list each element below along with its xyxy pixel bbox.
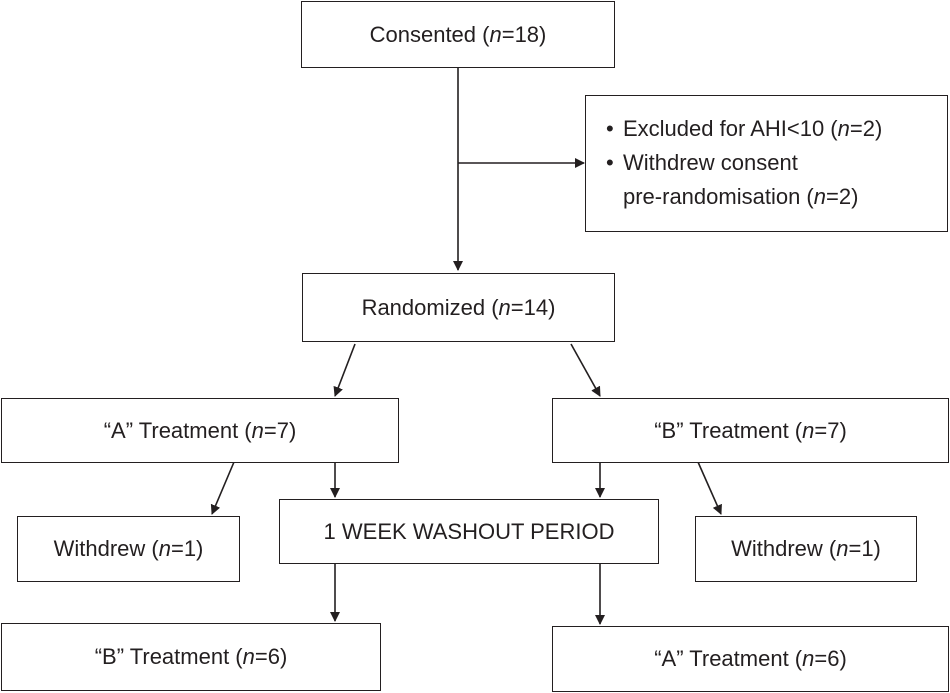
pre-randomisation-n-symbol: n [813,184,826,209]
b-treatment-second-label: “B” Treatment ( [94,644,243,669]
b-treatment-first-n-value: =7) [814,417,847,443]
consented-label: Consented ( [369,21,490,47]
arrow-a-treatment-to-withdrew [210,461,235,515]
withdrew-left-n-symbol: n [158,536,171,561]
a-treatment-first-box: “A” Treatment (n=7) [1,398,399,463]
washout-period-box: 1 WEEK WASHOUT PERIOD [279,499,659,564]
a-treatment-first-n-value: =7) [263,417,297,443]
excluded-ahi-n-symbol: n [837,116,850,141]
withdrew-right-label: Withdrew ( [731,536,837,561]
pre-randomisation-n-value: =2) [826,184,859,209]
excluded-ahi-label: Excluded for AHI<10 ( [623,116,838,141]
bullet-icon: • [606,116,614,141]
withdrew-right-box: Withdrew (n=1) [695,516,917,582]
bullet-icon: • [606,150,614,175]
withdrew-right-n-value: =1) [848,536,881,561]
b-treatment-first-n-symbol: n [802,417,815,443]
withdrew-left-box: Withdrew (n=1) [17,516,240,582]
a-treatment-second-label: “A” Treatment ( [654,646,803,671]
arrow-randomized-to-a-treatment [333,343,356,397]
a-treatment-second-n-symbol: n [802,646,815,671]
b-treatment-first-box: “B” Treatment (n=7) [552,398,949,463]
randomized-box: Randomized (n=14) [302,273,615,342]
consented-n-value: =18) [501,21,547,47]
excluded-item-ahi: • Excluded for AHI<10 (n=2) [606,112,947,146]
consented-n-symbol: n [489,21,502,47]
b-treatment-second-n-value: =6) [254,644,288,669]
withdrew-right-n-symbol: n [836,536,849,561]
arrow-b-treatment-to-withdrew [697,461,722,515]
excluded-item-withdrew: • Withdrew consent [606,146,947,180]
excluded-box: •Excluded for AHI<10 (n=2) •Withdrew con… [585,95,948,232]
pre-randomisation-label: pre-randomisation ( [623,184,814,209]
a-treatment-second-n-value: =6) [814,646,847,671]
consented-box: Consented (n=18) [301,1,615,68]
b-treatment-second-n-symbol: n [242,644,255,669]
excluded-item-withdrew-continued: pre-randomisation (n=2) [606,180,947,214]
randomized-n-symbol: n [498,294,511,320]
washout-period-label: 1 WEEK WASHOUT PERIOD [323,518,615,544]
a-treatment-first-label: “A” Treatment ( [103,417,252,443]
excluded-ahi-n-value: =2) [849,116,883,141]
withdrew-left-label: Withdrew ( [53,536,159,561]
arrow-randomized-to-b-treatment [570,343,601,397]
a-treatment-second-box: “A” Treatment (n=6) [552,626,949,692]
randomized-label: Randomized ( [361,294,499,320]
withdrew-left-n-value: =1) [170,536,204,561]
randomized-n-value: =14) [510,294,556,320]
b-treatment-first-label: “B” Treatment ( [654,417,803,443]
b-treatment-second-box: “B” Treatment (n=6) [1,623,381,691]
a-treatment-first-n-symbol: n [251,417,264,443]
withdrew-consent-label: Withdrew consent [623,150,798,175]
